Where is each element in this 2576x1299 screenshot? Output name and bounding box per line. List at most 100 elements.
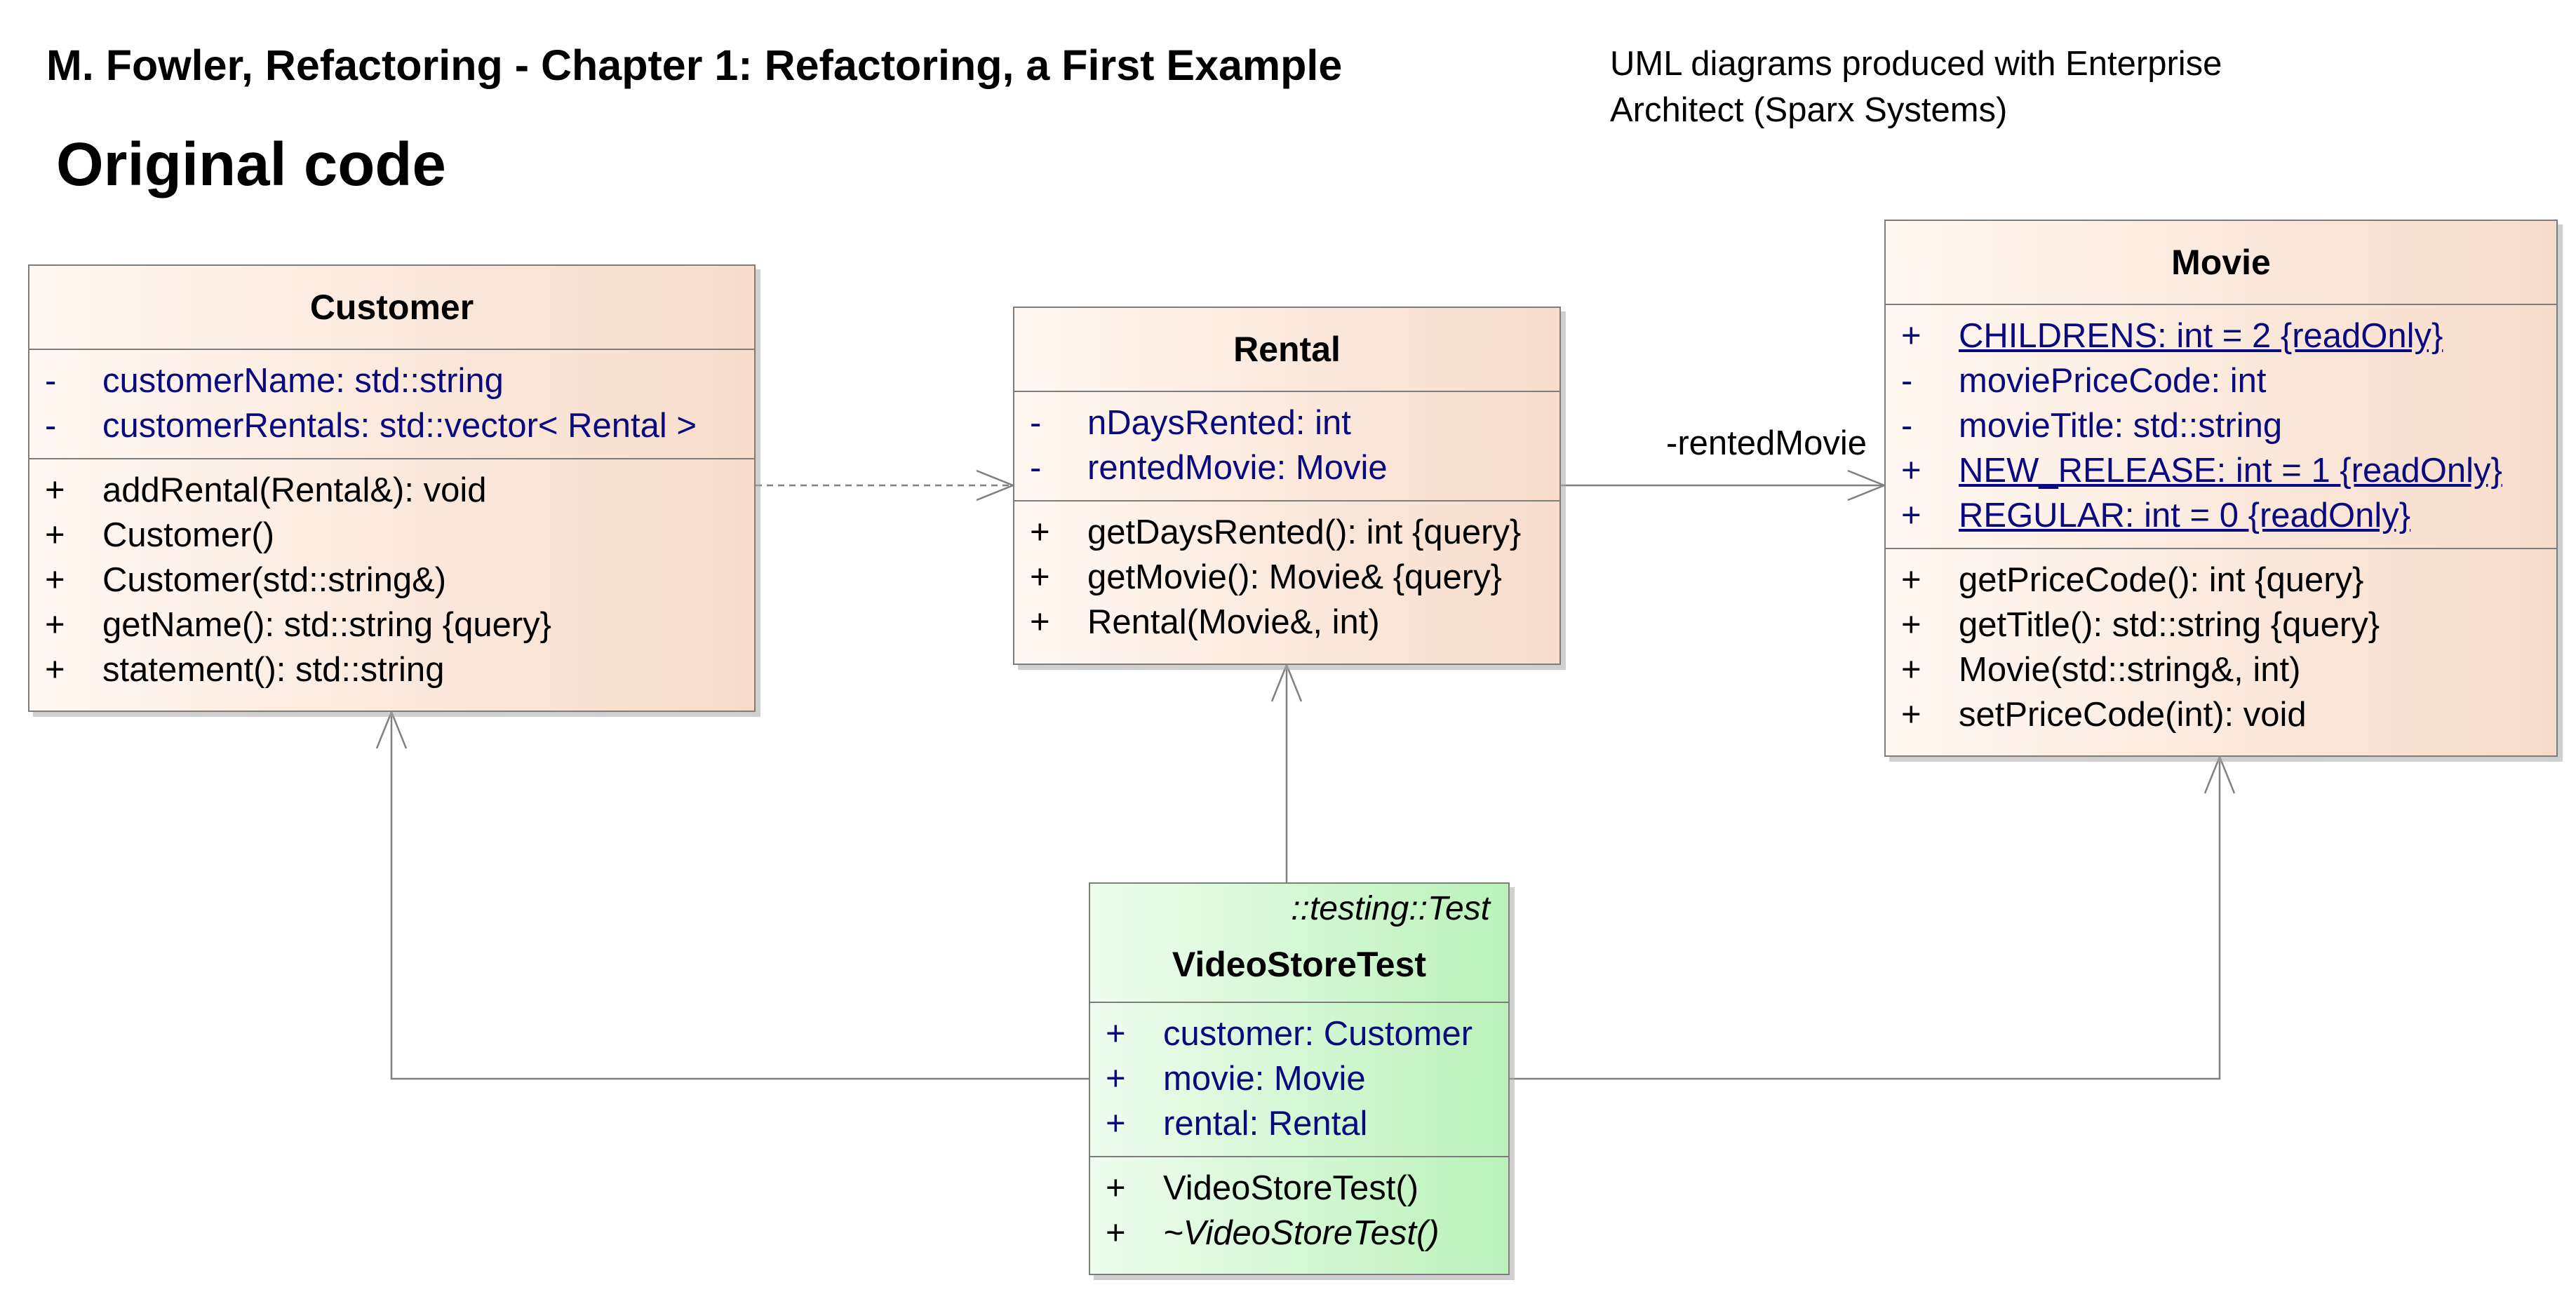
visibility-marker: - (1901, 362, 1913, 400)
operation-row: + getPriceCode(): int {query} (1886, 558, 2556, 603)
visibility-marker: + (1030, 558, 1050, 596)
class-stereotype: ::testing::Test (1291, 890, 1490, 927)
operation-row: + getTitle(): std::string {query} (1886, 603, 2556, 647)
operation-text: getPriceCode(): int {query} (1959, 561, 2364, 599)
attribute-text: rentedMovie: Movie (1087, 449, 1388, 487)
attribute-text: rental: Rental (1163, 1105, 1368, 1143)
attribute-row: + rental: Rental (1090, 1101, 1508, 1146)
operation-text: addRental(Rental&): void (102, 471, 487, 509)
operation-text: getMovie(): Movie& {query} (1087, 558, 1502, 596)
visibility-marker: + (45, 561, 65, 599)
operation-text: ~VideoStoreTest() (1163, 1214, 1440, 1252)
operation-text: setPriceCode(int): void (1959, 696, 2307, 734)
operation-row: + getMovie(): Movie& {query} (1014, 555, 1559, 600)
association-role-label: -rentedMovie (1666, 424, 1867, 462)
operation-text: getTitle(): std::string {query} (1959, 606, 2380, 644)
operation-text: statement(): std::string (102, 651, 445, 689)
attribute-row: - moviePriceCode: int (1886, 358, 2556, 403)
class-videostoretest[interactable]: ::testing::Test VideoStoreTest + customer… (1089, 882, 1510, 1275)
attribute-compartment: + customer: Customer + movie: Movie + renta… (1090, 1003, 1508, 1157)
attribute-text: movie: Movie (1163, 1060, 1366, 1098)
attribute-row: -nDaysRented: int (1014, 401, 1559, 445)
attribute-text: movieTitle: std::string (1959, 407, 2283, 445)
visibility-marker: + (45, 606, 65, 644)
class-name: ::testing::Test VideoStoreTest (1090, 884, 1508, 1003)
visibility-marker: + (1106, 1105, 1126, 1143)
visibility-marker: - (45, 407, 57, 445)
operation-row: + Customer() (29, 513, 754, 558)
visibility-marker: - (1030, 449, 1042, 487)
visibility-marker: - (45, 362, 57, 400)
visibility-marker: + (45, 651, 65, 689)
visibility-marker: + (1901, 606, 1921, 644)
class-customer[interactable]: Customer -customerName: std::string -cus… (28, 264, 756, 712)
operation-text: Customer(std::string&) (102, 561, 447, 599)
visibility-marker: + (1901, 696, 1921, 734)
operation-text: VideoStoreTest() (1163, 1169, 1419, 1207)
association-test-customer (390, 712, 1089, 1080)
association-test-movie (1510, 757, 2221, 1080)
class-rental[interactable]: Rental -nDaysRented: int - rentedMovie: M… (1013, 307, 1561, 665)
visibility-marker: + (1030, 603, 1050, 641)
visibility-marker: + (1901, 497, 1921, 534)
attribute-text: customerName: std::string (102, 362, 504, 400)
class-name-text: Rental (1233, 330, 1341, 369)
operation-text: getDaysRented(): int {query} (1087, 513, 1522, 551)
operation-row: + ~VideoStoreTest() (1090, 1211, 1508, 1256)
operation-row: + Rental(Movie&, int) (1014, 600, 1559, 645)
class-name: Customer (29, 266, 754, 350)
attribute-compartment: -customerName: std::string -customerRent… (29, 350, 754, 459)
attribute-row: - customerRentals: std::vector< Rental > (29, 403, 754, 448)
operation-compartment: + getDaysRented(): int {query} + getMovie(… (1014, 502, 1559, 654)
visibility-marker: + (1901, 651, 1921, 689)
tool-note: UML diagrams produced with Enterprise Ar… (1610, 45, 2222, 129)
visibility-marker: + (45, 471, 65, 509)
visibility-marker: + (1030, 513, 1050, 551)
operation-text: Rental(Movie&, int) (1087, 603, 1380, 641)
operation-compartment: + getPriceCode(): int {query} + getTitle()… (1886, 549, 2556, 747)
visibility-marker: + (1901, 561, 1921, 599)
attribute-text: CHILDRENS: int = 2 {readOnly} (1959, 317, 2443, 355)
visibility-marker: + (1106, 1214, 1126, 1252)
attribute-row: +NEW_RELEASE: int = 1 {readOnly} (1886, 448, 2556, 493)
diagram-title: M. Fowler, Refactoring - Chapter 1: Refa… (46, 41, 1343, 89)
operation-row: + getDaysRented(): int {query} (1014, 510, 1559, 555)
arrowhead-customer (375, 709, 408, 749)
class-name-text: Movie (2171, 243, 2271, 282)
attribute-text: REGULAR: int = 0 {readOnly} (1959, 497, 2411, 534)
operation-row: +VideoStoreTest() (1090, 1166, 1508, 1211)
visibility-marker: + (1901, 452, 1921, 490)
operation-row: + statement(): std::string (29, 647, 754, 692)
operation-compartment: + addRental(Rental&): void + Customer() + C… (29, 459, 754, 702)
class-name: Movie (1886, 221, 2556, 305)
class-name-text: Customer (309, 288, 474, 327)
visibility-marker: - (1901, 407, 1913, 445)
attribute-row: + REGULAR: int = 0 {readOnly} (1886, 493, 2556, 538)
attribute-row: - movieTitle: std::string (1886, 403, 2556, 448)
operation-text: Customer() (102, 516, 275, 554)
attribute-text: moviePriceCode: int (1959, 362, 2267, 400)
attribute-row: - rentedMovie: Movie (1014, 445, 1559, 490)
operation-compartment: +VideoStoreTest() + ~VideoStoreTest() (1090, 1157, 1508, 1265)
operation-row: + addRental(Rental&): void (29, 468, 754, 513)
operation-row: +getName(): std::string {query} (29, 603, 754, 647)
visibility-marker: + (1106, 1015, 1126, 1053)
operation-row: + setPriceCode(int): void (1886, 692, 2556, 737)
attribute-text: nDaysRented: int (1087, 404, 1351, 442)
class-name: Rental (1014, 308, 1559, 392)
class-movie[interactable]: Movie + CHILDRENS: int = 2 {readOnly} - mo… (1884, 220, 2558, 757)
attribute-text: customerRentals: std::vector< Rental > (102, 407, 697, 445)
operation-row: + Movie(std::string&, int) (1886, 647, 2556, 692)
attribute-text: customer: Customer (1163, 1015, 1473, 1053)
attribute-compartment: + CHILDRENS: int = 2 {readOnly} - moviePri… (1886, 305, 2556, 549)
attribute-compartment: -nDaysRented: int - rentedMovie: Movie (1014, 392, 1559, 502)
diagram-subtitle: Original code (56, 130, 446, 198)
operation-row: + Customer(std::string&) (29, 558, 754, 603)
operation-text: Movie(std::string&, int) (1959, 651, 2301, 689)
visibility-marker: + (1106, 1060, 1126, 1098)
visibility-marker: + (45, 516, 65, 554)
attribute-row: + CHILDRENS: int = 2 {readOnly} (1886, 314, 2556, 358)
visibility-marker: + (1901, 317, 1921, 355)
attribute-row: + movie: Movie (1090, 1056, 1508, 1101)
